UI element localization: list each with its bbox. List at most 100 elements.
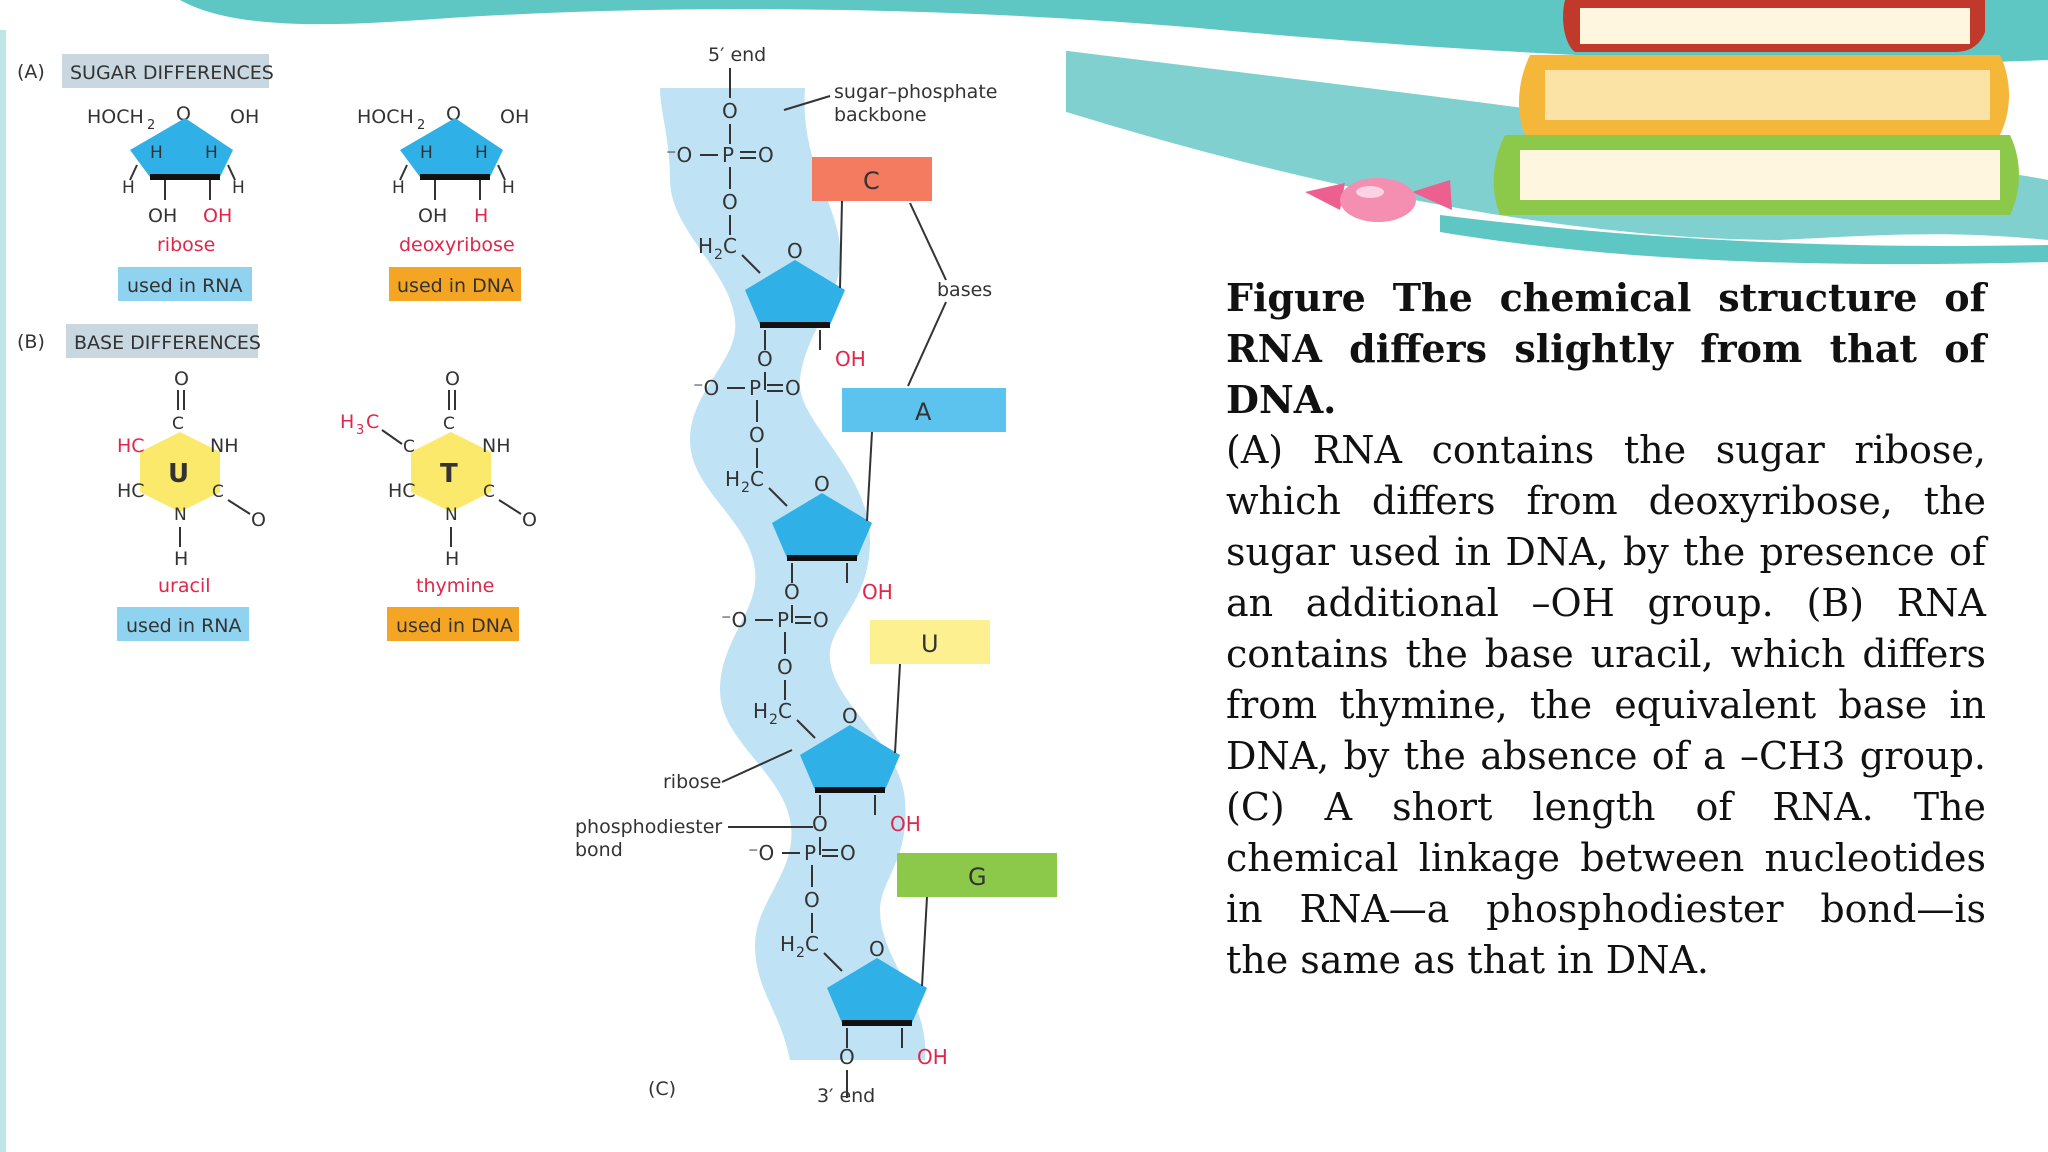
phosphorus: P bbox=[777, 608, 789, 632]
three-prime-oxygen: O bbox=[839, 1045, 855, 1069]
ribose-name: ribose bbox=[157, 234, 215, 256]
phosphorus: P bbox=[722, 143, 734, 167]
h2c-subscript: 2 bbox=[769, 712, 778, 728]
svg-text:HC: HC bbox=[117, 480, 145, 502]
books-illustration bbox=[1493, 0, 2019, 215]
bases-label: bases bbox=[937, 279, 992, 301]
figure-caption: Figure The chemical structure of RNA dif… bbox=[1226, 272, 1986, 986]
caption-body: (A) RNA contains the sugar ribose, which… bbox=[1226, 428, 1986, 982]
thymine-tag-bg bbox=[387, 607, 519, 641]
base-letter-A: A bbox=[915, 398, 932, 426]
svg-text:H: H bbox=[174, 548, 188, 570]
svg-text:H: H bbox=[475, 143, 488, 163]
svg-text:C: C bbox=[483, 482, 495, 502]
h2c-carbon: C bbox=[778, 699, 792, 723]
phosphate-o-minus: ⁻O bbox=[693, 376, 719, 400]
phosphate-oxygen: O bbox=[758, 143, 774, 167]
ring-oxygen: O bbox=[814, 472, 830, 496]
svg-text:C: C bbox=[443, 414, 455, 434]
h2c-label: H bbox=[698, 234, 713, 258]
glycosidic-bond bbox=[894, 663, 901, 754]
ring-oxygen: O bbox=[869, 937, 885, 961]
svg-text:C: C bbox=[366, 411, 379, 433]
svg-text:C: C bbox=[212, 482, 224, 502]
ribose-ring bbox=[827, 958, 927, 1023]
svg-text:H: H bbox=[232, 178, 245, 198]
h2c-subscript: 2 bbox=[741, 480, 750, 496]
teal-wave-lower bbox=[1440, 215, 2048, 265]
uracil-structure: O C HC NH HC C O N H U uracil used in RN… bbox=[117, 368, 266, 641]
figure-panel bbox=[8, 38, 1066, 1118]
phosphate-oxygen: O bbox=[813, 608, 829, 632]
h2c-carbon: C bbox=[805, 932, 819, 956]
base-letter-U: U bbox=[921, 630, 939, 658]
h2c-carbon: C bbox=[723, 234, 737, 258]
deoxyribose-h-highlight: H bbox=[474, 205, 488, 227]
phosphate-oxygen: O bbox=[840, 841, 856, 865]
svg-text:OH: OH bbox=[230, 106, 259, 128]
h2c-label: H bbox=[725, 467, 740, 491]
ring-oxygen: O bbox=[787, 239, 803, 263]
svg-text:HOCH: HOCH bbox=[87, 106, 144, 128]
thymine-structure: O C H 3 C C NH HC C O N H T thymine used… bbox=[340, 368, 537, 641]
ribose-label: ribose bbox=[663, 771, 721, 793]
svg-text:HC: HC bbox=[388, 480, 416, 502]
uracil-name: uracil bbox=[158, 575, 211, 597]
ribose-ring bbox=[800, 725, 900, 790]
ch2-bond bbox=[768, 487, 788, 507]
deoxyribose-structure: HOCH 2 O OH H H H H OH H deoxyribose use… bbox=[357, 103, 529, 301]
panel-b-header: BASE DIFFERENCES bbox=[74, 332, 261, 354]
hydroxyl-2prime: OH bbox=[862, 580, 893, 604]
base-box-C bbox=[812, 157, 932, 201]
phosphate-oxygen: O bbox=[785, 376, 801, 400]
three-prime-oxygen: O bbox=[757, 347, 773, 371]
ribose-ring bbox=[772, 493, 872, 558]
base-box-A bbox=[842, 388, 1006, 432]
svg-text:OH: OH bbox=[418, 205, 447, 227]
svg-text:OH: OH bbox=[500, 106, 529, 128]
svg-text:O: O bbox=[522, 509, 537, 531]
glycosidic-bond bbox=[921, 896, 928, 987]
panel-c-letter: (C) bbox=[648, 1078, 676, 1100]
deoxyribose-tag: used in DNA bbox=[397, 275, 514, 297]
svg-text:O: O bbox=[445, 368, 460, 390]
ch2-bond bbox=[741, 254, 761, 274]
svg-text:HOCH: HOCH bbox=[357, 106, 414, 128]
svg-text:H: H bbox=[122, 178, 135, 198]
deoxyribose-ring bbox=[400, 118, 503, 177]
h2c-label: H bbox=[753, 699, 768, 723]
h2c-subscript: 2 bbox=[714, 247, 723, 263]
svg-text:3: 3 bbox=[356, 423, 364, 438]
svg-text:O: O bbox=[251, 509, 266, 531]
hydroxyl-2prime: OH bbox=[890, 812, 921, 836]
svg-text:H: H bbox=[420, 143, 433, 163]
hydroxyl-2prime: OH bbox=[835, 347, 866, 371]
ribose-tag-bg bbox=[118, 267, 252, 301]
ribose-tag: used in RNA bbox=[127, 275, 243, 297]
three-prime-oxygen: O bbox=[784, 580, 800, 604]
svg-text:H: H bbox=[340, 411, 354, 433]
h2c-label: H bbox=[780, 932, 795, 956]
backbone-label-1: sugar–phosphate bbox=[834, 81, 997, 103]
deoxyribose-name: deoxyribose bbox=[399, 234, 515, 256]
ester-oxygen: O bbox=[722, 190, 738, 214]
deoxyribose-tag-bg bbox=[389, 267, 521, 301]
phosphate-o-minus: ⁻O bbox=[666, 143, 692, 167]
ester-oxygen: O bbox=[804, 888, 820, 912]
ribose-structure: HOCH 2 O OH H H H H OH OH ribose used in… bbox=[87, 103, 259, 301]
ribose-ring bbox=[745, 260, 845, 325]
svg-text:H: H bbox=[502, 178, 515, 198]
base-letter-G: G bbox=[968, 863, 987, 891]
panel-a-header: SUGAR DIFFERENCES bbox=[70, 62, 274, 84]
ch2-bond bbox=[823, 952, 843, 972]
svg-text:2: 2 bbox=[147, 118, 155, 133]
svg-text:NH: NH bbox=[482, 435, 511, 457]
left-border bbox=[0, 30, 6, 1152]
phosphate-o-minus: ⁻O bbox=[721, 608, 747, 632]
base-letter-C: C bbox=[863, 167, 880, 195]
ester-oxygen: O bbox=[777, 655, 793, 679]
thymine-tag: used in DNA bbox=[396, 615, 513, 637]
panel-a-letter: (A) bbox=[17, 61, 45, 83]
